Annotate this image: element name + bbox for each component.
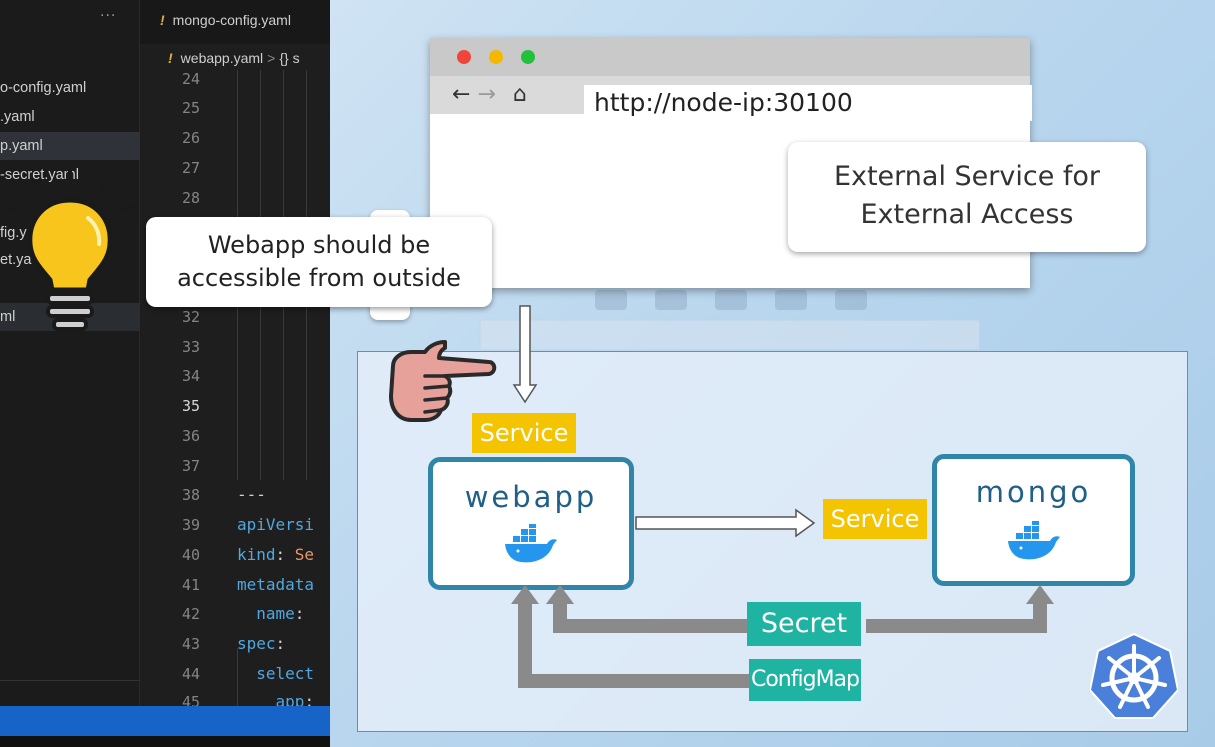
explorer-file-webapp[interactable]: p.yaml bbox=[0, 132, 140, 160]
warning-marker-icon: ! bbox=[160, 12, 165, 28]
docker-whale-icon bbox=[1007, 519, 1060, 560]
code-line[interactable]: kind: Se bbox=[237, 545, 315, 564]
line-number: 27 bbox=[181, 159, 200, 177]
line-number: 26 bbox=[181, 129, 200, 147]
external-service-callout: External Service for External Access bbox=[788, 142, 1146, 252]
line-number: 34 bbox=[181, 367, 200, 385]
code-line[interactable]: select bbox=[237, 664, 315, 683]
explorer-file-mongo-config[interactable]: o-config.yaml bbox=[0, 80, 87, 96]
background-grid-decoration bbox=[479, 290, 981, 350]
forward-arrow-icon: → bbox=[477, 82, 496, 107]
status-bar[interactable] bbox=[0, 706, 340, 736]
explorer-file-secret[interactable]: et.ya bbox=[0, 252, 32, 268]
browser-nav-icons: ← → ⌂ bbox=[452, 82, 527, 107]
line-number: 38 bbox=[181, 486, 200, 504]
mongo-service-label: Service bbox=[823, 499, 927, 539]
home-icon: ⌂ bbox=[512, 82, 527, 107]
breadcrumb-file[interactable]: webapp.yaml bbox=[180, 50, 264, 66]
explorer-file-mongo-secret[interactable]: -secret.yaml bbox=[0, 167, 79, 183]
breadcrumb[interactable]: ! webapp.yaml>{} s bbox=[168, 50, 300, 66]
diagram-arrows bbox=[511, 305, 1054, 688]
taskbar-strip bbox=[0, 736, 340, 747]
more-actions-icon[interactable]: ··· bbox=[100, 8, 117, 24]
line-number-current: 35 bbox=[181, 397, 200, 415]
warning-marker-icon: ! bbox=[168, 50, 173, 66]
lightbulb-icon bbox=[4, 164, 136, 331]
maximize-dot-icon bbox=[521, 50, 535, 64]
line-number: 33 bbox=[181, 338, 200, 356]
line-number: 42 bbox=[181, 605, 200, 623]
webapp-pod-name: webapp bbox=[464, 480, 598, 514]
docker-whale-icon bbox=[505, 522, 557, 563]
line-number: 25 bbox=[181, 99, 200, 117]
back-arrow-icon: ← bbox=[452, 82, 471, 107]
line-number: 37 bbox=[181, 457, 200, 475]
kubernetes-logo-icon bbox=[1090, 632, 1178, 719]
line-number: 32 bbox=[181, 308, 200, 326]
mongo-pod: mongo bbox=[932, 454, 1135, 586]
indent-guide bbox=[237, 648, 238, 706]
code-line[interactable]: apiVersi bbox=[237, 515, 315, 534]
code-line[interactable]: metadata bbox=[237, 575, 315, 594]
line-number: 40 bbox=[181, 546, 200, 564]
code-line[interactable]: spec: bbox=[237, 634, 286, 653]
secret-arrows-icon bbox=[546, 585, 1054, 633]
address-bar: http://node-ip:30100 bbox=[584, 85, 1032, 121]
line-number: 41 bbox=[181, 576, 200, 594]
minimize-dot-icon bbox=[489, 50, 503, 64]
explorer-file-mongo[interactable]: .yaml bbox=[0, 109, 35, 125]
code-editor[interactable]: !mongo-config.yaml !webapp.yaml>{} s 24 … bbox=[140, 0, 330, 711]
line-number: 24 bbox=[181, 70, 200, 88]
code-line[interactable]: --- bbox=[237, 485, 266, 504]
code-line[interactable]: name: bbox=[237, 604, 315, 623]
configmap-label: ConfigMap bbox=[749, 659, 861, 701]
configmap-arrow-icon bbox=[511, 585, 749, 688]
webapp-pod: webapp bbox=[428, 457, 634, 590]
incoming-arrow-icon bbox=[512, 305, 538, 404]
tab-mongo-config[interactable]: !mongo-config.yaml bbox=[160, 12, 291, 28]
line-number: 44 bbox=[181, 665, 200, 683]
editor-tab-bar: !mongo-config.yaml bbox=[140, 0, 330, 44]
idea-callout: Webapp should be accessible from outside bbox=[146, 217, 492, 307]
line-number: 28 bbox=[181, 189, 200, 207]
mongo-pod-name: mongo bbox=[975, 475, 1092, 509]
line-number: 39 bbox=[181, 516, 200, 534]
pointing-hand-icon bbox=[389, 340, 497, 422]
browser-title-bar bbox=[430, 38, 1030, 76]
breadcrumb-symbol[interactable]: {} s bbox=[279, 50, 300, 66]
explorer-divider bbox=[0, 680, 140, 681]
explorer-file-config[interactable]: fig.y bbox=[0, 225, 27, 241]
close-dot-icon bbox=[457, 50, 471, 64]
breadcrumb-separator: > bbox=[267, 50, 276, 66]
webapp-service-label: Service bbox=[472, 413, 576, 453]
line-number: 36 bbox=[181, 427, 200, 445]
webapp-to-mongo-arrow-icon bbox=[635, 508, 816, 538]
line-number: 43 bbox=[181, 635, 200, 653]
file-explorer: ··· o-config.yaml .yaml p.yaml -secret.y… bbox=[0, 0, 140, 706]
secret-label: Secret bbox=[747, 602, 861, 646]
